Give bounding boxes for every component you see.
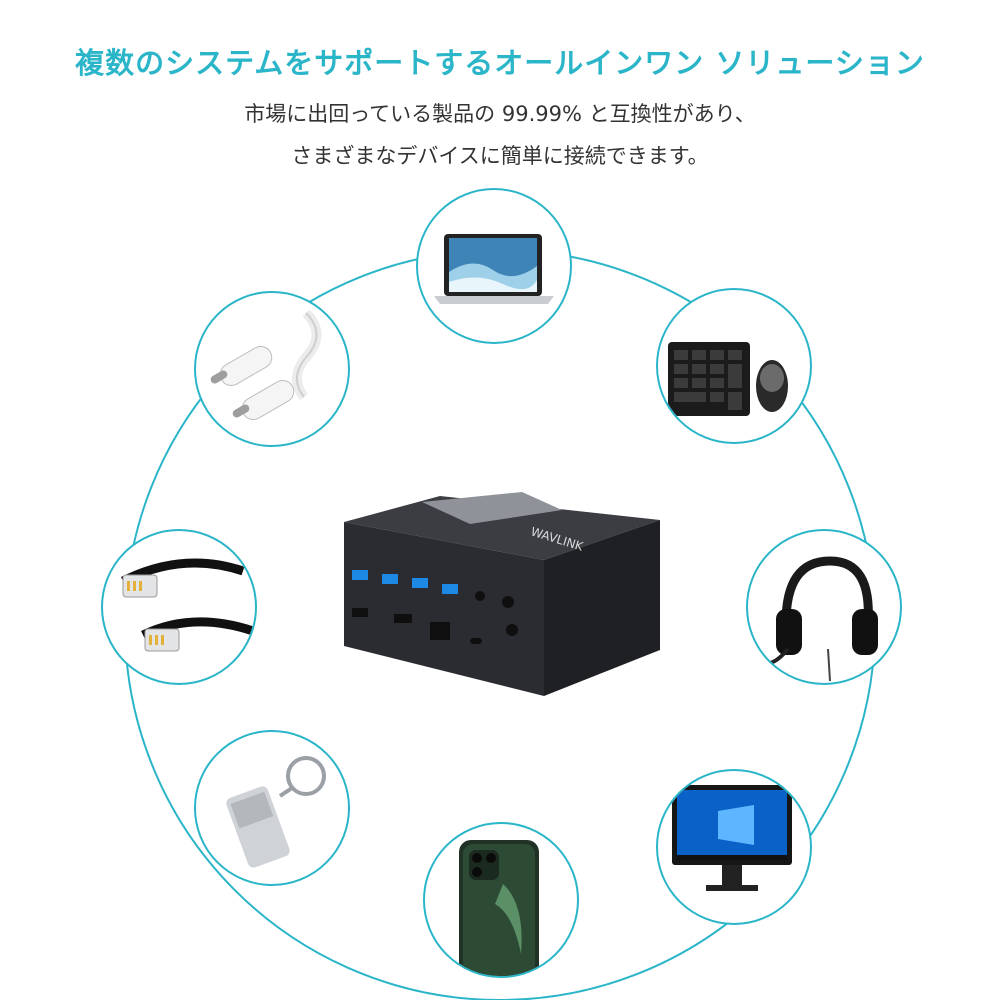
usb-flash-drive-bubble [194, 730, 350, 886]
keyboard-mouse-bubble [656, 288, 812, 444]
usb-port [412, 578, 428, 588]
subtitle-line-1: 市場に出回っている製品の 99.99% と互換性があり、 [244, 102, 756, 126]
ethernet-cable-bubble [101, 529, 257, 685]
usb-flash-drive-icon [226, 756, 326, 868]
usb-c-cable-icon [210, 309, 322, 420]
docking-station: WAVLINK [344, 492, 660, 696]
ethernet-port [430, 622, 450, 640]
smartphone-icon [459, 840, 539, 976]
power-button [502, 596, 514, 608]
laptop-icon [434, 234, 554, 304]
subtitle-line-2: さまざまなデバイスに簡単に接続できます。 [291, 144, 709, 168]
smartphone-bubble [423, 822, 579, 978]
headset-bubble [746, 529, 902, 685]
dc-port [506, 624, 518, 636]
monitor-icon [672, 785, 792, 891]
usb-c-cable-bubble [194, 291, 350, 447]
ethernet-cable-icon [120, 558, 255, 652]
audio-jack [475, 591, 485, 601]
monitor-bubble [656, 769, 812, 925]
usb-port [352, 570, 368, 580]
headline: 複数のシステムをサポートするオールインワン ソリューション [75, 46, 925, 80]
laptop-bubble [416, 188, 572, 344]
keyboard-mouse-icon [668, 342, 788, 416]
usb-port [442, 584, 458, 594]
usb-c-port [470, 638, 482, 644]
hdmi-port [394, 614, 412, 623]
hdmi-port [352, 608, 368, 617]
usb-port [382, 574, 398, 584]
headset-icon [769, 556, 878, 682]
